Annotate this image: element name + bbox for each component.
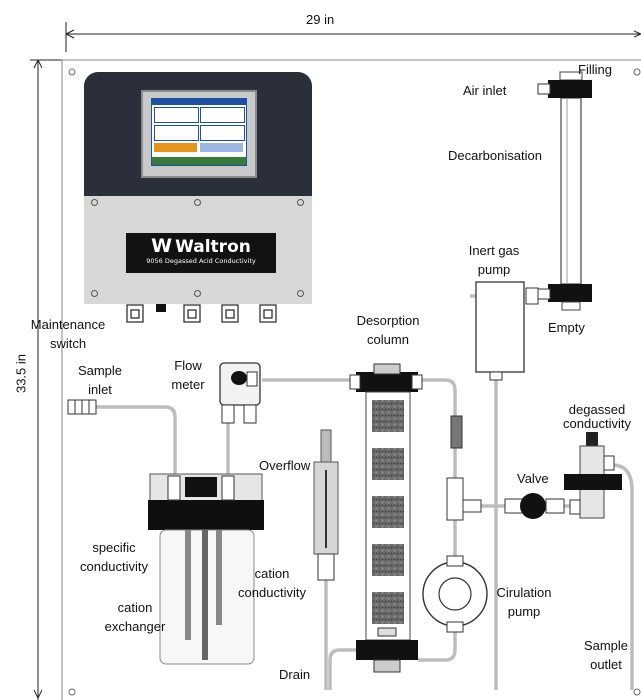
maintenance-switch <box>156 304 166 312</box>
inert-gas-pump <box>475 281 525 373</box>
flow-meter <box>219 362 261 424</box>
tee-fitting <box>446 477 482 521</box>
model-name: 9056 Degassed Acid Conductivity <box>146 257 256 265</box>
label-air-inlet: Air inlet <box>463 83 507 98</box>
circulation-pump <box>422 555 488 633</box>
label-specific-conductivity: specific conductivity <box>80 540 148 574</box>
desorption-column <box>349 363 423 673</box>
cation-exchanger <box>148 473 264 665</box>
label-flow-meter: Flow meter <box>171 358 205 392</box>
height-dimension-label: 33.5 in <box>13 353 29 394</box>
label-sample-inlet: Sample inlet <box>77 363 123 397</box>
label-desorption-column: Desorption column <box>356 313 420 347</box>
label-cation-conductivity: cation conductivity <box>238 566 306 600</box>
height-dimension-line <box>30 59 66 700</box>
controller-display <box>141 90 257 178</box>
label-valve: Valve <box>517 471 549 486</box>
label-inert-gas-pump: Inert gas pump <box>468 243 520 277</box>
decarbonisation-column <box>537 71 592 311</box>
mounting-hole <box>633 688 641 696</box>
check-valve <box>450 415 463 449</box>
label-filling: Filling <box>578 62 612 77</box>
label-drain: Drain <box>279 667 311 682</box>
label-circulation-pump: Cirulation pump <box>496 585 552 619</box>
label-maintenance-switch: Maintenance switch <box>30 317 106 351</box>
label-decarbonisation: Decarbonisation <box>448 148 542 163</box>
overflow-vessel <box>313 429 339 581</box>
waltron-logo-icon: W <box>151 235 173 257</box>
mounting-hole <box>68 68 76 76</box>
pump-outlet-fitting <box>525 287 539 305</box>
label-sample-outlet: Sample outlet <box>583 638 629 672</box>
label-empty: Empty <box>548 320 585 335</box>
degassed-conductivity-cell <box>564 432 622 519</box>
label-cation-exchanger: cation exchanger <box>104 600 166 634</box>
tubing <box>95 294 634 690</box>
label-overflow: Overflow <box>259 458 311 473</box>
mounting-hole <box>68 688 76 696</box>
mounting-hole <box>633 68 641 76</box>
valve <box>504 493 565 519</box>
width-dimension-line <box>65 22 641 52</box>
cable-glands <box>126 304 277 323</box>
width-dimension-label: 29 in <box>306 12 335 27</box>
brand-name: Waltron <box>175 237 251 257</box>
label-degassed-conductivity: degassed conductivity <box>563 402 631 431</box>
